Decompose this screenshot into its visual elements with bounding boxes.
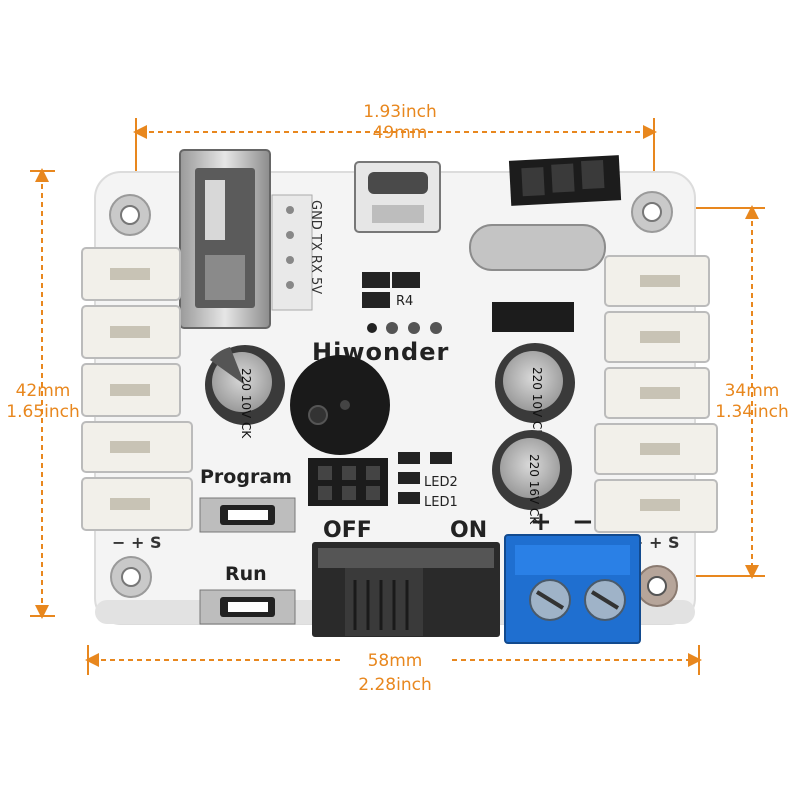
usb-a-port	[179, 149, 271, 329]
left-servo-pin-labels: − + S	[112, 533, 161, 552]
micro-usb-port	[354, 161, 441, 233]
header-dots	[367, 322, 442, 334]
buzzer	[290, 355, 390, 455]
dimension-top-inch: 1.93inch	[363, 102, 437, 122]
capacitor-right-top: 220 10V CK	[495, 343, 575, 438]
crystal-oscillator	[469, 224, 606, 271]
program-label: Program	[200, 466, 292, 488]
black-header	[508, 155, 622, 206]
screw-terminal-block	[504, 534, 641, 644]
capacitor-left: 220 10V CK	[205, 345, 285, 439]
header-pins: GND TX RX 5V	[271, 194, 323, 311]
run-button	[199, 589, 296, 625]
dimension-left-mm: 42mm	[15, 381, 71, 401]
dimension-left-inch: 1.65inch	[6, 402, 80, 422]
capacitor-right-bottom: 220 16V CK	[492, 430, 572, 525]
dimension-bottom-inch: 2.28inch	[358, 675, 432, 695]
mounting-holes	[109, 191, 678, 607]
dimension-top-mm: 49mm	[372, 123, 428, 143]
minus-label: −	[572, 507, 594, 537]
off-label: OFF	[323, 518, 372, 543]
led2-label: LED2	[424, 475, 458, 490]
capacitor-right-top-label: 220 10V CK	[530, 367, 544, 438]
resistor-r4-label: R4	[396, 294, 413, 309]
smd-diode	[492, 302, 574, 332]
power-slide-switch	[312, 542, 500, 637]
capacitor-right-bottom-label: 220 16V CK	[527, 454, 541, 525]
dimension-right-inch: 1.34inch	[715, 402, 789, 422]
dimension-right-mm: 34mm	[724, 381, 780, 401]
resistor-r4: R4	[362, 272, 420, 309]
plus-label: +	[530, 507, 552, 537]
led-indicators: LED2 LED1	[398, 452, 458, 510]
capacitor-left-label: 220 10V CK	[239, 368, 253, 439]
program-button	[199, 497, 296, 533]
led1-label: LED1	[424, 495, 458, 510]
right-servo-pin-labels: − + S	[630, 533, 679, 552]
header-pins-label: GND TX RX 5V	[308, 200, 323, 294]
dimension-bottom-mm: 58mm	[340, 650, 450, 672]
run-label: Run	[225, 563, 267, 585]
on-label: ON	[450, 518, 487, 543]
program-header	[308, 458, 388, 506]
